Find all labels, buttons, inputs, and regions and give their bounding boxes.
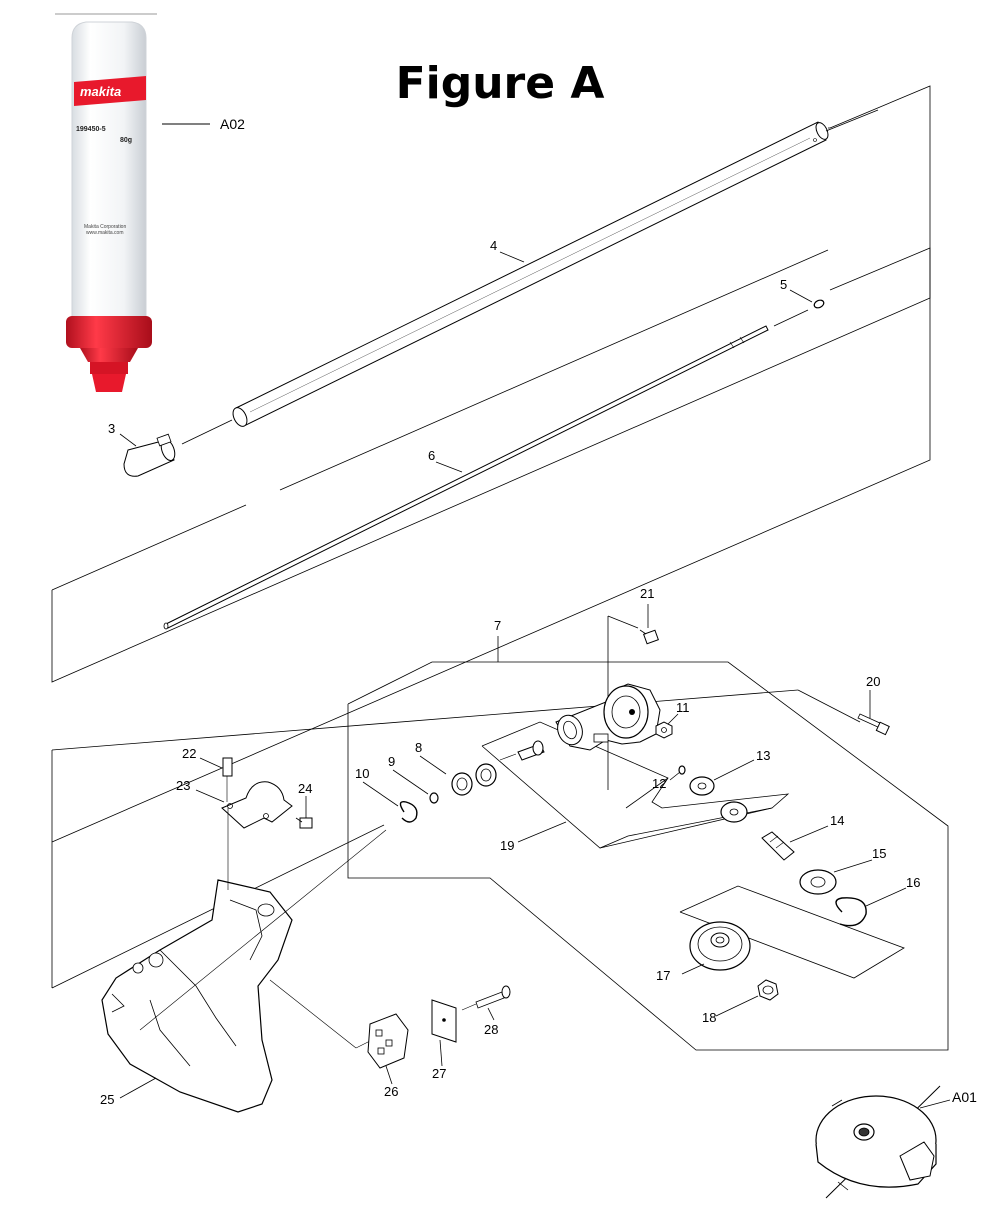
callout-18: 18 xyxy=(702,1010,716,1025)
safety-guard-25 xyxy=(101,879,293,1113)
callout-15: 15 xyxy=(872,846,886,861)
callout-28: 28 xyxy=(484,1022,498,1037)
callout-leaders xyxy=(119,251,907,1099)
receiver-plate-17 xyxy=(689,921,751,971)
cutter-blade-27 xyxy=(431,999,457,1043)
callout-10: 10 xyxy=(355,766,369,781)
callout-labels: 4 3 5 6 7 8 9 10 11 12 13 14 15 16 17 18… xyxy=(100,238,977,1107)
washer-9 xyxy=(429,792,439,804)
bearing-8 xyxy=(451,763,497,796)
trimmer-head-A01 xyxy=(815,1085,951,1199)
bolt-24 xyxy=(295,817,313,829)
gear-head xyxy=(555,683,661,751)
nut-18 xyxy=(757,979,779,1001)
callout-7: 7 xyxy=(494,618,501,633)
callout-23: 23 xyxy=(176,778,190,793)
callout-19: 19 xyxy=(500,838,514,853)
nut-11 xyxy=(655,721,673,739)
o-ring xyxy=(813,299,825,309)
screw-28 xyxy=(461,985,511,1011)
callout-A01: A01 xyxy=(952,1089,977,1105)
callout-25: 25 xyxy=(100,1092,114,1107)
ring-12 xyxy=(678,765,686,775)
callout-5: 5 xyxy=(780,277,787,292)
gear-housing-panel xyxy=(347,636,949,1051)
callout-8: 8 xyxy=(415,740,422,755)
bolt-20 xyxy=(857,713,890,736)
tube-part-code: 199450-5 xyxy=(76,126,106,133)
grease-tube: makita 199450-5 80g Makita Corporation w… xyxy=(55,13,245,392)
callout-12: 12 xyxy=(652,776,666,791)
callout-3: 3 xyxy=(108,421,115,436)
brand-label-band xyxy=(74,76,146,106)
clamp-23 xyxy=(221,781,293,880)
tube-company: Makita Corporation xyxy=(84,224,126,230)
tube-website: www.makita.com xyxy=(86,230,124,236)
tube-weight: 80g xyxy=(120,137,132,144)
bolt-22 xyxy=(222,757,233,802)
callout-22: 22 xyxy=(182,746,196,761)
callout-27: 27 xyxy=(432,1066,446,1081)
callout-9: 9 xyxy=(388,754,395,769)
circlip-16 xyxy=(835,897,867,927)
shaft-assembly-panel xyxy=(51,85,931,683)
figure-title: Figure A xyxy=(395,58,605,109)
callout-4: 4 xyxy=(490,238,497,253)
callout-16: 16 xyxy=(906,875,920,890)
bolt-21 xyxy=(639,629,659,645)
callout-24: 24 xyxy=(298,781,312,796)
callout-A02: A02 xyxy=(220,116,245,132)
callout-20: 20 xyxy=(866,674,880,689)
callout-6: 6 xyxy=(428,448,435,463)
callout-26: 26 xyxy=(384,1084,398,1099)
tube-brand-text: makita xyxy=(80,84,121,99)
shaft-panel-outline xyxy=(51,247,931,843)
washer-13 xyxy=(689,776,748,823)
output-shaft-14 xyxy=(761,831,795,861)
pipe-plug xyxy=(123,419,233,477)
line-cutter-26 xyxy=(367,1013,409,1069)
callout-11: 11 xyxy=(676,700,690,715)
callout-14: 14 xyxy=(830,813,844,828)
drive-shaft xyxy=(163,309,809,630)
circlip-10 xyxy=(399,801,418,823)
bearing-15 xyxy=(799,869,837,895)
subassembly-bottom-outline xyxy=(679,885,905,979)
spindle-pin xyxy=(499,740,545,761)
callout-13: 13 xyxy=(756,748,770,763)
callout-21: 21 xyxy=(640,586,654,601)
drive-pipe xyxy=(232,109,879,427)
callout-17: 17 xyxy=(656,968,670,983)
